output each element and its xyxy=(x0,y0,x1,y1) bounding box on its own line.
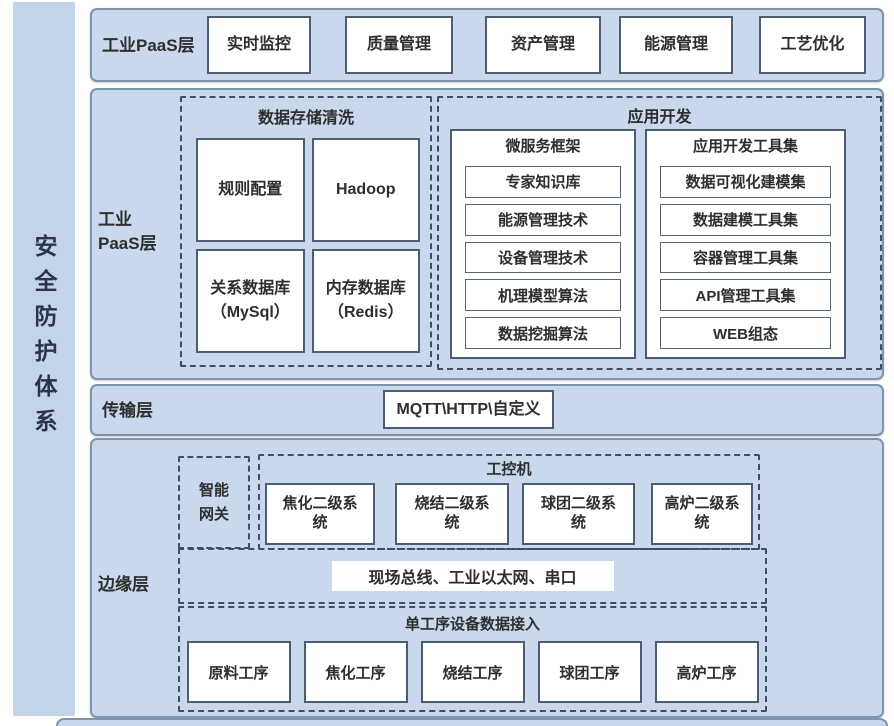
ts-item-web-configuration: WEB组态 xyxy=(660,317,831,349)
ts-item-data-visualization: 数据可视化建模集 xyxy=(660,166,831,198)
sys-box-coking-l2: 焦化二级系统 xyxy=(265,483,375,545)
security-system-bar: 安全防护体系 xyxy=(13,2,75,716)
smart-gateway-box: 智能网关 xyxy=(178,456,250,549)
storage-box-rule-config: 规则配置 xyxy=(196,138,305,242)
app-box-asset-management: 资产管理 xyxy=(485,16,601,74)
storage-box-label: 规则配置 xyxy=(218,181,283,198)
microservice-framework-title: 微服务框架 xyxy=(505,138,581,155)
fieldbus-label: 现场总线、工业以太网、串口 xyxy=(331,561,614,591)
transport-layer-label: 传输层 xyxy=(102,400,153,420)
storage-box-sublabel: （MySql） xyxy=(210,304,290,321)
data-storage-grid: 规则配置 Hadoop 关系数据库 （MySql） 内存数据库 （Redis） xyxy=(196,138,420,353)
app-box-realtime-monitoring: 实时监控 xyxy=(207,16,311,74)
edge-layer-label: 边缘层 xyxy=(98,575,149,594)
storage-box-hadoop: Hadoop xyxy=(311,138,420,242)
sys-box-label: 焦化二级系统 xyxy=(282,495,358,531)
sys-box-blast-furnace-l2: 高炉二级系统 xyxy=(651,483,753,545)
protocol-box: MQTT\HTTP\自定义 xyxy=(383,390,554,429)
fieldbus-group: 现场总线、工业以太网、串口 xyxy=(178,548,767,604)
process-box-coking: 焦化工序 xyxy=(303,641,408,703)
app-dev-title: 应用开发 xyxy=(627,109,692,126)
sys-box-sintering-l2: 烧结二级系统 xyxy=(395,483,509,545)
data-storage-group: 数据存储清洗 规则配置 Hadoop 关系数据库 （MySql） 内存数据库 （… xyxy=(180,96,432,367)
next-layer-panel-cutoff xyxy=(56,718,888,726)
paas-layer-label-line1: 工业 xyxy=(98,210,132,229)
paas-app-layer-panel: 工业PaaS层 实时监控 质量管理 资产管理 能源管理 工艺优化 xyxy=(90,8,884,82)
device-access-row: 原料工序 焦化工序 烧结工序 球团工序 高炉工序 xyxy=(180,641,765,703)
dev-toolset-box: 应用开发工具集 数据可视化建模集 数据建模工具集 容器管理工具集 API管理工具… xyxy=(645,129,846,359)
app-box-process-optimization: 工艺优化 xyxy=(759,16,866,74)
ms-item-expert-knowledge: 专家知识库 xyxy=(465,166,621,198)
process-box-raw-material: 原料工序 xyxy=(186,641,291,703)
edge-layer-panel: 边缘层 智能网关 工控机 焦化二级系统 烧结二级系统 球团二级系统 高炉二级系统… xyxy=(90,438,884,718)
device-access-title: 单工序设备数据接入 xyxy=(404,616,540,633)
sys-box-label: 烧结二级系统 xyxy=(414,495,490,531)
storage-box-label: Hadoop xyxy=(335,181,396,198)
ms-item-data-mining: 数据挖掘算法 xyxy=(465,317,621,349)
sys-box-pelletizing-l2: 球团二级系统 xyxy=(522,483,635,545)
industrial-pc-group: 工控机 焦化二级系统 烧结二级系统 球团二级系统 高炉二级系统 xyxy=(258,454,760,550)
ms-item-mechanism-model: 机理模型算法 xyxy=(465,279,621,312)
device-access-group: 单工序设备数据接入 原料工序 焦化工序 烧结工序 球团工序 高炉工序 xyxy=(178,606,767,712)
dev-toolset-title: 应用开发工具集 xyxy=(692,138,798,155)
storage-box-redis: 内存数据库 （Redis） xyxy=(311,249,420,353)
ts-item-container-management: 容器管理工具集 xyxy=(660,241,831,274)
storage-box-label: 关系数据库 xyxy=(210,280,291,297)
storage-box-mysql: 关系数据库 （MySql） xyxy=(196,249,305,353)
process-box-pelletizing: 球团工序 xyxy=(537,641,642,703)
paas-layer-label: 工业 PaaS层 xyxy=(98,208,157,256)
ts-item-api-management: API管理工具集 xyxy=(660,279,831,312)
security-system-label: 安全防护体系 xyxy=(31,234,57,444)
sys-box-label: 高炉二级系统 xyxy=(664,495,740,531)
storage-box-sublabel: （Redis） xyxy=(327,304,404,321)
transport-layer-panel: 传输层 MQTT\HTTP\自定义 xyxy=(90,384,884,436)
ts-item-data-modeling: 数据建模工具集 xyxy=(660,203,831,236)
sys-box-label: 球团二级系统 xyxy=(540,495,616,531)
microservice-framework-box: 微服务框架 专家知识库 能源管理技术 设备管理技术 机理模型算法 数据挖掘算法 xyxy=(450,129,636,359)
app-box-energy-management: 能源管理 xyxy=(619,16,733,74)
process-box-blast-furnace: 高炉工序 xyxy=(654,641,759,703)
paas-app-layer-label: 工业PaaS层 xyxy=(102,35,195,55)
process-box-sintering: 烧结工序 xyxy=(420,641,525,703)
app-box-quality-management: 质量管理 xyxy=(345,16,453,74)
app-dev-group: 应用开发 微服务框架 专家知识库 能源管理技术 设备管理技术 机理模型算法 数据… xyxy=(437,96,882,370)
paas-layer-panel: 工业 PaaS层 数据存储清洗 规则配置 Hadoop 关系数据库 （MySql… xyxy=(90,88,884,380)
smart-gateway-label: 智能网关 xyxy=(199,481,230,523)
ms-item-equipment-tech: 设备管理技术 xyxy=(465,241,621,274)
storage-box-label: 内存数据库 xyxy=(325,280,406,297)
ms-item-energy-tech: 能源管理技术 xyxy=(465,203,621,236)
paas-layer-label-line2: PaaS层 xyxy=(98,233,157,253)
data-storage-title: 数据存储清洗 xyxy=(257,110,354,127)
industrial-pc-title: 工控机 xyxy=(486,461,532,478)
